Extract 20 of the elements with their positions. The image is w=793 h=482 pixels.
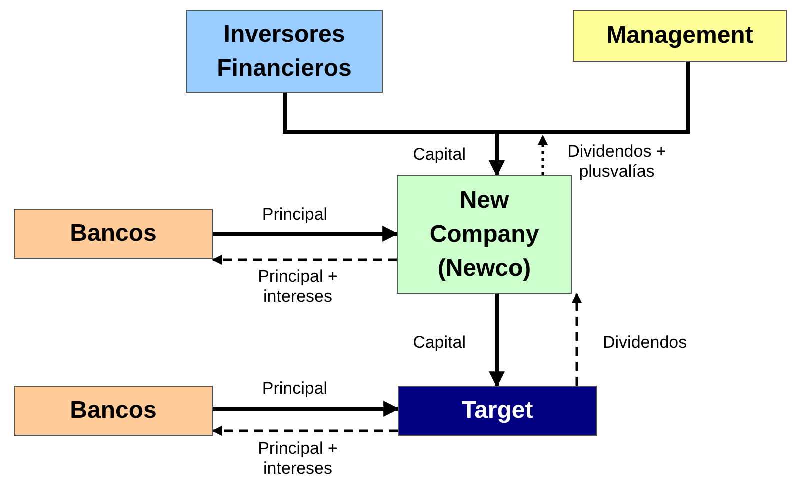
target-box: Target (398, 386, 597, 436)
edge-label: Capital (412, 145, 466, 165)
company-box: New Company (Newco) (397, 175, 572, 294)
management-box: Management (573, 10, 787, 62)
edge-label: Principal (261, 379, 329, 399)
bank-box: Bancos (14, 386, 213, 436)
arrow (213, 226, 399, 242)
dashed-arrow (212, 255, 397, 265)
edge-label: Dividendos (603, 333, 688, 353)
dashed-arrow (538, 135, 548, 175)
investor-box: Inversores Financieros (186, 10, 383, 93)
edge-label: Principal + intereses (257, 267, 339, 307)
edge-label: Principal + intereses (257, 439, 339, 479)
dashed-arrow (212, 426, 398, 436)
bank-box: Bancos (14, 209, 213, 259)
dashed-arrow (572, 293, 582, 386)
arrow (489, 294, 505, 388)
edge-label: Capital (412, 333, 466, 353)
edge-label: Principal (261, 205, 329, 225)
arrow (213, 401, 400, 417)
